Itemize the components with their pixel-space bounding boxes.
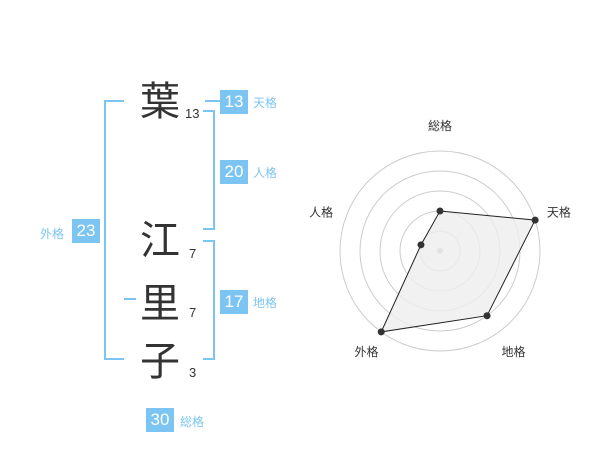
chikaku-bracket xyxy=(203,240,215,360)
given-char-2: 里 xyxy=(140,281,180,327)
radar-grid-ring xyxy=(339,150,541,352)
radar-point xyxy=(417,241,425,249)
radar-point xyxy=(483,312,491,320)
surname-strokes-1: 13 xyxy=(185,106,200,121)
gaikaku-bracket xyxy=(104,100,124,360)
tenkaku-label: 天格 xyxy=(253,96,278,110)
gaikaku-connector xyxy=(124,298,136,300)
tenkaku-value: 13 xyxy=(220,90,248,114)
radar-axis-label: 地格 xyxy=(501,344,525,359)
radar-points xyxy=(377,207,539,336)
given-char-1: 江 xyxy=(140,218,180,264)
radar-axis-label: 外格 xyxy=(355,344,379,359)
given-strokes-1: 7 xyxy=(189,246,197,261)
radar-point xyxy=(377,328,385,336)
chikaku-label: 地格 xyxy=(253,296,278,310)
radar-polygon xyxy=(380,210,536,333)
tenkaku-connector xyxy=(205,100,220,102)
jinkaku-label: 人格 xyxy=(253,166,278,180)
soukaku-value: 30 xyxy=(146,408,174,432)
given-strokes-3: 3 xyxy=(189,365,197,380)
jinkaku-bracket xyxy=(203,110,215,230)
chikaku-value: 17 xyxy=(220,290,248,314)
gaikaku-value: 23 xyxy=(72,219,100,243)
surname-char-1: 葉 xyxy=(140,79,180,125)
given-strokes-2: 7 xyxy=(189,305,197,320)
given-char-3: 子 xyxy=(140,339,180,385)
gaikaku-label: 外格 xyxy=(40,227,65,241)
radar-axis-label: 総格 xyxy=(428,118,452,133)
radar-point xyxy=(436,207,444,215)
jinkaku-value: 20 xyxy=(220,160,248,184)
radar-axis-label: 人格 xyxy=(309,204,333,219)
radar-axis-label: 天格 xyxy=(547,204,571,219)
soukaku-label: 総格 xyxy=(180,415,205,429)
radar-point xyxy=(531,216,539,224)
